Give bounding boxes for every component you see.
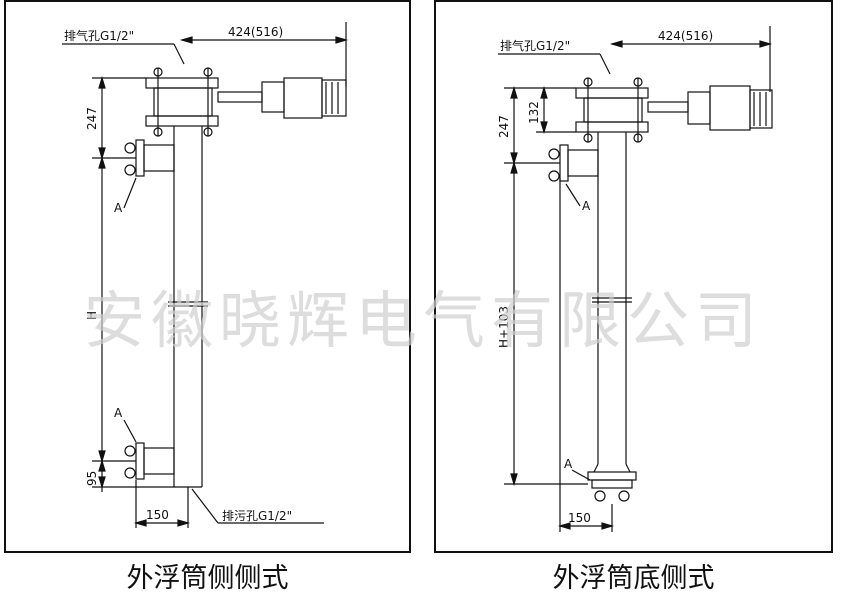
left-caption: 外浮筒侧侧式: [126, 563, 289, 594]
left-dim-arrow: [98, 458, 106, 472]
right-a-leader: [571, 469, 591, 481]
left-flange-a-top: A: [114, 201, 123, 215]
left-a-leader: [123, 177, 137, 209]
left-bolt-nut: [203, 67, 213, 77]
right-bolt-nut: [633, 77, 643, 87]
right-bottom-bolt: [618, 490, 630, 502]
left-mid-flange: [145, 115, 219, 127]
left-transmitter-neck: [261, 81, 285, 113]
right-dim-150: 150: [568, 511, 591, 525]
right-a-leader: [565, 183, 581, 207]
right-transmitter-neck: [687, 91, 711, 125]
left-upper-bolt: [124, 142, 136, 154]
right-bolt-nut: [583, 133, 593, 143]
left-transmitter-housing: [283, 77, 323, 119]
left-drain-label: 排污孔G1/2": [222, 509, 292, 523]
right-upper-bolt: [548, 170, 560, 182]
right-dim-arrow: [601, 522, 615, 530]
left-bolt-nut: [203, 127, 213, 137]
right-upper-bolt: [548, 148, 560, 160]
left-lower-nozzle: [143, 447, 175, 475]
right-flange-a-top: A: [582, 199, 591, 213]
right-mid-flange: [575, 121, 649, 133]
left-dim-arrow: [98, 450, 106, 464]
left-dim-247: 247: [85, 107, 99, 130]
right-reducer: [625, 463, 631, 473]
left-vent-label: 排气孔G1/2": [64, 28, 134, 43]
right-transmitter-arm: [647, 101, 689, 113]
left-flange-a-bottom: A: [114, 406, 123, 420]
left-lower-bolt: [124, 467, 136, 479]
left-drain-leader: [191, 488, 219, 524]
right-vent-leader: [599, 53, 611, 75]
left-upper-bolt: [124, 164, 136, 176]
right-bottom-bolt: [594, 490, 606, 502]
right-head-body: [583, 97, 643, 123]
left-technical-drawing: 424(516) 排气孔G1/2" A: [62, 22, 349, 528]
right-transmitter-housing: [709, 85, 751, 131]
right-dim-132: 132: [527, 101, 541, 124]
right-dim-arrow: [510, 160, 518, 174]
right-dim-arrow: [510, 152, 518, 166]
right-reducer: [593, 463, 599, 473]
left-upper-flange: [135, 139, 145, 177]
left-upper-nozzle: [143, 144, 175, 172]
right-caption: 外浮筒底侧式: [552, 563, 715, 594]
left-bolt-nut: [153, 67, 163, 77]
right-dim-arrow: [557, 522, 571, 530]
right-flange-a-bottom: A: [564, 457, 573, 471]
left-dim-arrow: [98, 155, 106, 169]
left-dim-150: 150: [146, 508, 169, 522]
right-drawing-panel: 424(516) 排气孔G1/2" A: [434, 0, 833, 553]
right-top-flange: [575, 87, 649, 99]
left-transmitter-cap: [321, 79, 347, 117]
left-dim-95: 95: [85, 471, 99, 486]
right-dim-arrow: [510, 85, 518, 99]
left-transmitter-arm: [217, 91, 263, 103]
left-dim-arrow: [177, 519, 191, 527]
left-dim-arrow: [98, 476, 106, 490]
left-head-body: [153, 87, 213, 117]
right-dim-arrow: [609, 40, 623, 48]
right-dim-arrow: [759, 40, 773, 48]
right-dim-top-text: 424(516): [658, 29, 713, 43]
left-vent-leader: [173, 43, 185, 65]
left-dim-arrow: [98, 147, 106, 161]
left-drawing-panel: 424(516) 排气孔G1/2" A: [4, 0, 411, 553]
right-bolt-nut: [583, 77, 593, 87]
left-dim-arrow: [335, 36, 349, 44]
left-dim-top-text: 424(516): [228, 25, 283, 39]
right-bolt-nut: [633, 133, 643, 143]
right-bottom-flange: [591, 479, 633, 489]
right-bottom-flange: [587, 471, 637, 481]
right-dim-247: 247: [497, 115, 511, 138]
left-dim-arrow: [98, 75, 106, 89]
right-dim-h103: H+103: [497, 306, 511, 348]
left-dim-h: H: [85, 311, 99, 320]
right-upper-nozzle: [567, 149, 599, 177]
right-dim-arrow: [540, 121, 548, 135]
right-technical-drawing: 424(516) 排气孔G1/2" A: [497, 26, 773, 532]
left-bolt-nut: [153, 127, 163, 137]
left-dim-arrow: [133, 519, 147, 527]
left-lower-bolt: [124, 445, 136, 457]
right-vent-label: 排气孔G1/2": [500, 38, 570, 53]
right-transmitter-cap: [749, 89, 773, 129]
right-dim-arrow: [510, 473, 518, 487]
left-top-flange: [145, 77, 219, 89]
right-dim-arrow: [540, 85, 548, 99]
left-a-leader: [123, 419, 137, 443]
left-dim-arrow: [179, 36, 193, 44]
left-lower-flange: [135, 442, 145, 480]
right-upper-flange: [559, 144, 569, 182]
